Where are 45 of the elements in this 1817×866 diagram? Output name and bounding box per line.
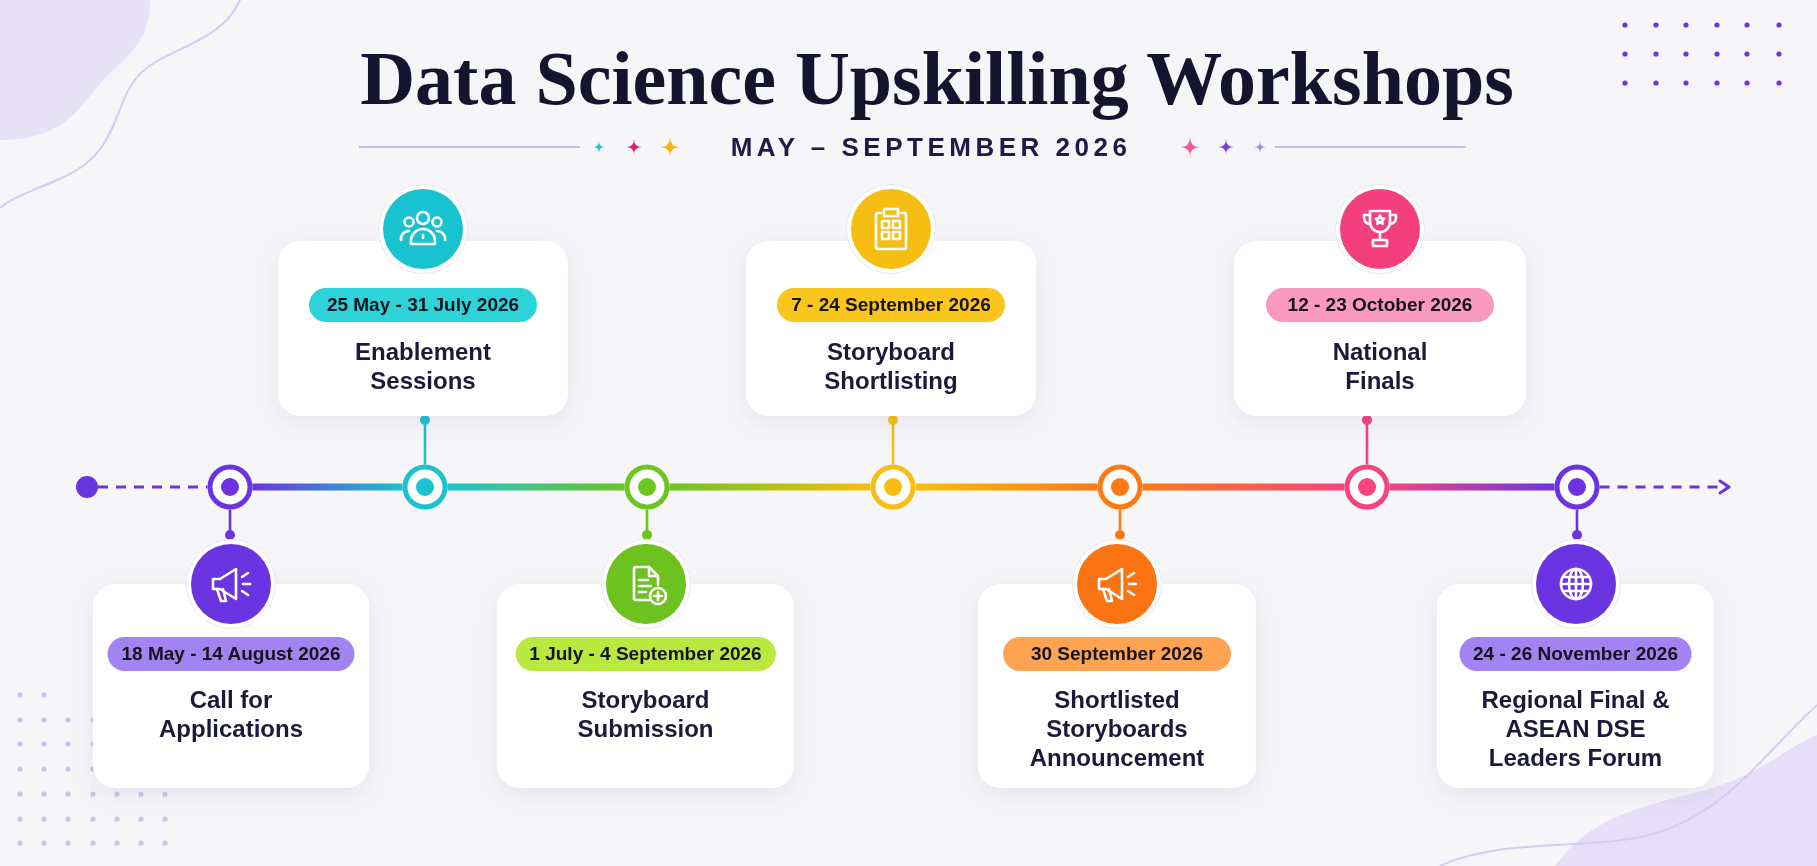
timeline-marker	[1097, 464, 1143, 510]
timeline-line	[447, 483, 625, 491]
event-card	[93, 539, 369, 788]
dashed-line	[98, 485, 208, 489]
event-card	[278, 184, 568, 416]
start-dot	[76, 476, 98, 498]
leader-line	[888, 415, 898, 465]
timeline-marker	[870, 464, 916, 510]
leader-line	[1362, 415, 1372, 465]
event-title: Storyboard Shortlisting	[823, 337, 959, 395]
timeline-line	[1389, 483, 1555, 491]
timeline-line	[669, 483, 871, 491]
leader-line	[1572, 509, 1582, 540]
subtitle: MAY – SEPTEMBER 2026	[730, 132, 1132, 162]
leader-line	[642, 509, 652, 540]
event-card	[1234, 184, 1526, 416]
event-card	[978, 539, 1256, 788]
event-title: Regional Final & ASEAN DSE Leaders Forum	[1480, 685, 1671, 772]
leader-line	[225, 509, 235, 540]
timeline-line	[915, 483, 1098, 491]
date-label: 12 - 23 October 2026	[1266, 288, 1494, 322]
date-label: 1 July - 4 September 2026	[515, 637, 776, 671]
timeline-marker	[1554, 464, 1600, 510]
timeline-line	[252, 483, 403, 491]
timeline-marker	[207, 464, 253, 510]
event-title: Shortlisted Storyboards Announcement	[1028, 685, 1206, 772]
timeline-marker	[624, 464, 670, 510]
arrow	[1599, 479, 1731, 495]
date-label: 24 - 26 November 2026	[1459, 637, 1692, 671]
date-label: 7 - 24 September 2026	[777, 288, 1005, 322]
date-label: 30 September 2026	[1003, 637, 1231, 671]
event-title: Storyboard Submission	[576, 685, 715, 743]
leader-line	[420, 415, 430, 465]
timeline-marker	[402, 464, 448, 510]
timeline-marker	[1344, 464, 1390, 510]
event-card	[746, 184, 1036, 416]
event-title: Enablement Sessions	[354, 337, 492, 395]
leader-line	[1115, 509, 1125, 540]
event-card	[497, 539, 794, 788]
timeline-line	[1142, 483, 1345, 491]
event-title: National Finals	[1331, 337, 1429, 395]
date-label: 18 May - 14 August 2026	[107, 637, 355, 671]
date-label: 25 May - 31 July 2026	[309, 288, 537, 322]
event-title: Call for Applications	[158, 685, 304, 743]
event-card	[1437, 539, 1714, 788]
